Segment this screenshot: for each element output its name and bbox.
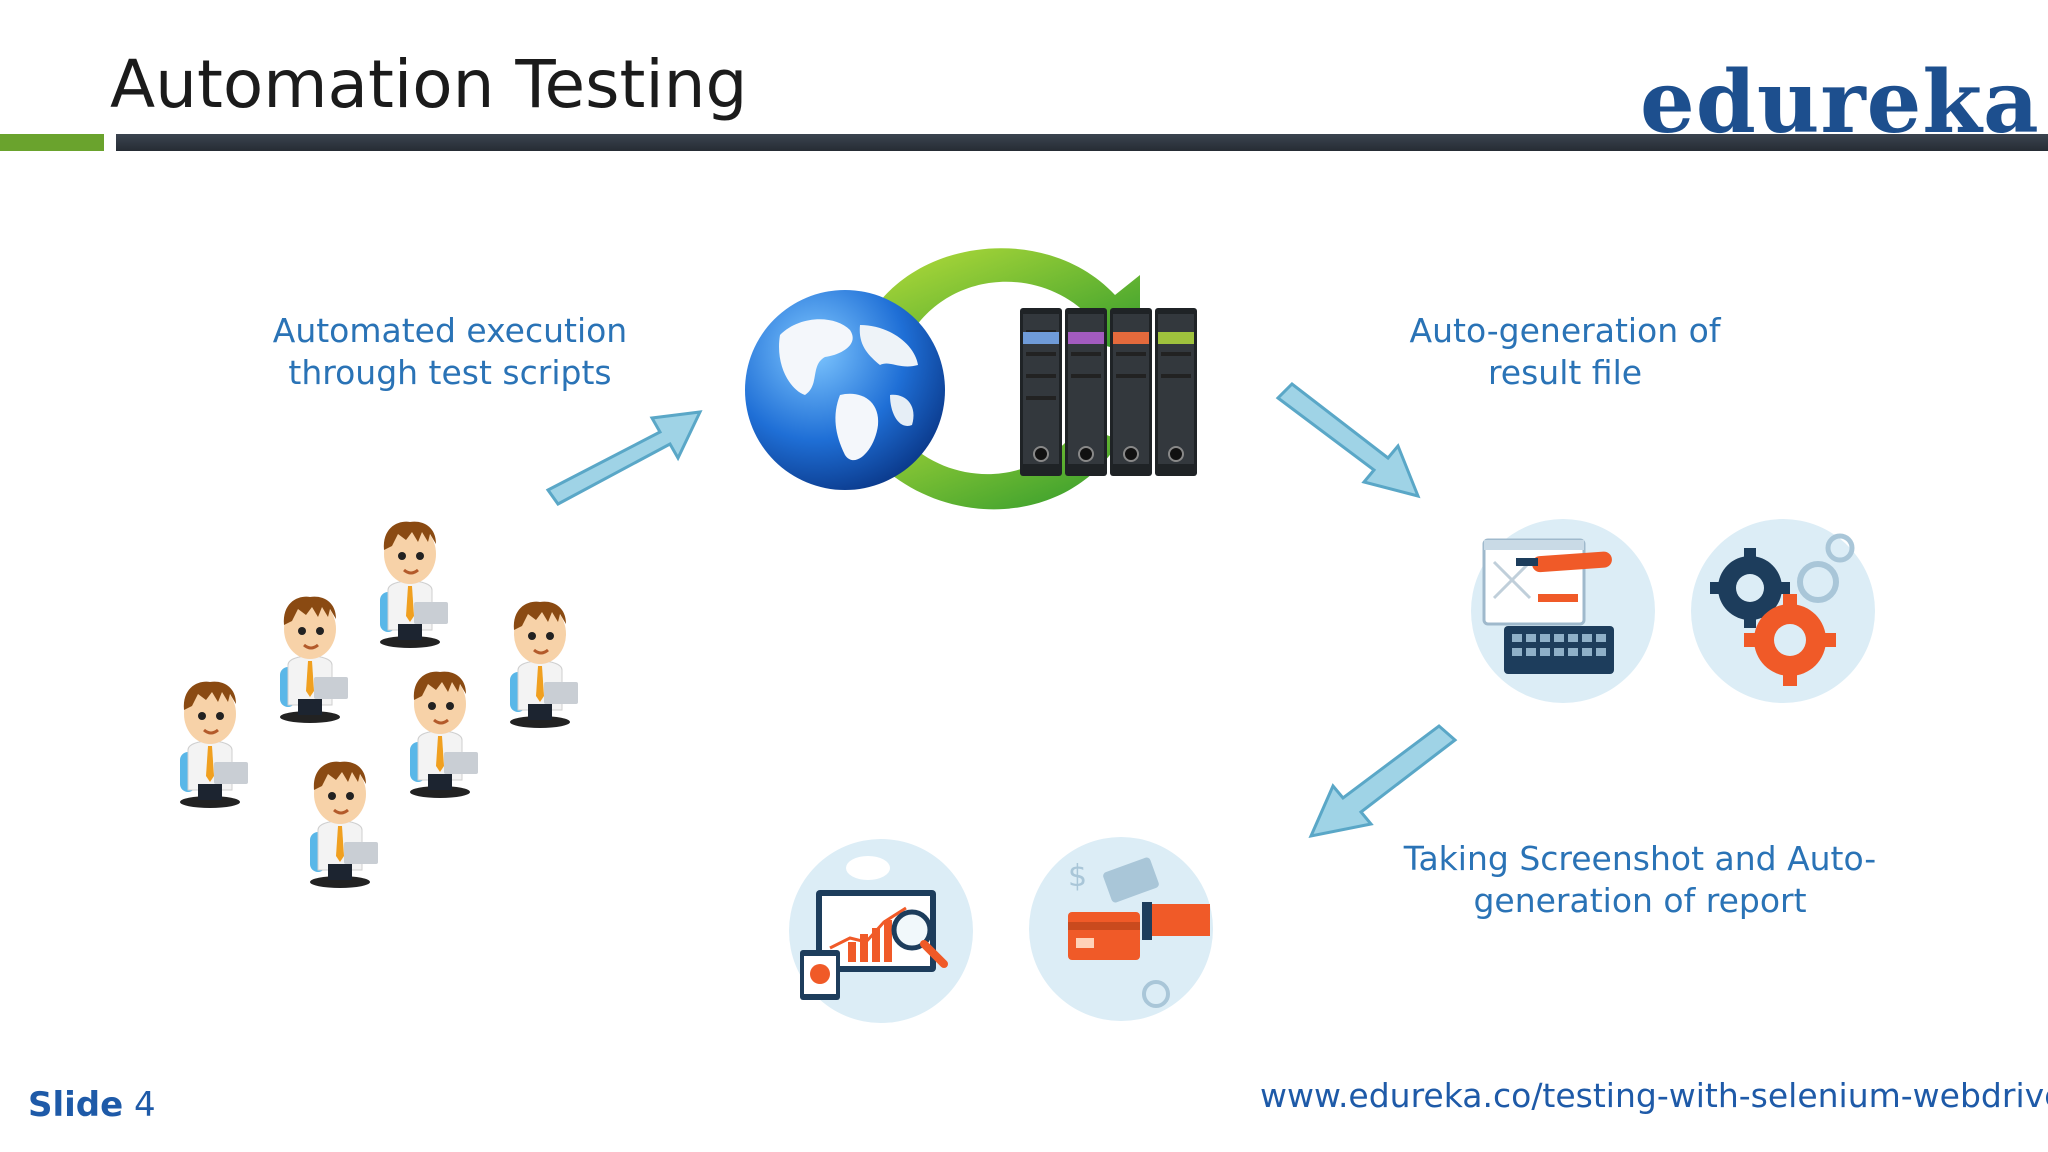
tester-group: [178, 520, 580, 890]
flow-arrow-up-right: [545, 410, 703, 506]
title-underline-bar: [116, 134, 2048, 151]
code-editor-icon: [1471, 519, 1655, 703]
gears-icon: [1691, 519, 1875, 703]
payment-card-icon: $: [1029, 837, 1213, 1021]
caption-line: Taking Screenshot and Auto-: [1403, 839, 1877, 878]
caption-line: Automated execution: [272, 311, 628, 350]
analytics-report-icon: [789, 839, 973, 1023]
slide-label: Slide: [28, 1085, 124, 1125]
caption-result-file: Auto-generation of result file: [1380, 310, 1750, 394]
caption-line: Auto-generation of: [1409, 311, 1721, 350]
slide-number-value: 4: [134, 1085, 156, 1125]
dollar-glyph: $: [1068, 859, 1087, 894]
slide-title: Automation Testing: [110, 46, 748, 123]
server-rack-icon: [1020, 308, 1197, 476]
footer-url-link[interactable]: www.edureka.co/testing-with-selenium-web…: [1260, 1076, 2048, 1115]
sync-arrows-icon: [850, 248, 1140, 510]
caption-line: generation of report: [1473, 881, 1807, 920]
caption-line: through test scripts: [288, 353, 612, 392]
caption-automated-execution: Automated execution through test scripts: [250, 310, 650, 394]
caption-screenshot-report: Taking Screenshot and Auto- generation o…: [1390, 838, 1890, 922]
caption-line: result file: [1487, 353, 1643, 392]
slide-number: Slide 4: [28, 1085, 156, 1125]
globe-icon: [745, 290, 945, 490]
flow-arrow-down-right: [1275, 382, 1421, 499]
flow-arrow-down-left: [1308, 724, 1458, 839]
title-underline-accent: [0, 134, 104, 151]
